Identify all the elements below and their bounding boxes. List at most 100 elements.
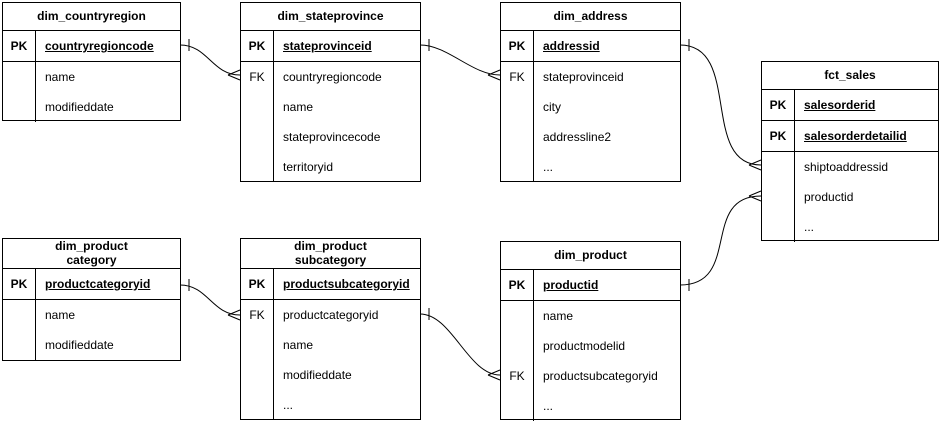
entity-rows: PK productcategoryid name modifieddate: [3, 269, 180, 360]
table-row: ...: [241, 390, 420, 420]
column-name: shiptoaddressid: [804, 160, 889, 174]
entity-title: dim_product subcategory: [241, 239, 420, 269]
table-row: PK stateprovinceid: [241, 31, 420, 62]
column-name: modifieddate: [45, 338, 114, 352]
table-row: territoryid: [241, 152, 420, 182]
column-name: productid: [804, 190, 854, 204]
key-column-divider: [273, 269, 274, 420]
table-row: stateprovincecode: [241, 122, 420, 152]
relationship-address-fctsales[interactable]: [679, 39, 762, 171]
entity-title: dim_countryregion: [3, 3, 180, 31]
entity-rows: PK salesorderid PK salesorderdetailid sh…: [762, 90, 938, 242]
key-badge: PK: [10, 277, 28, 291]
key-badge: PK: [248, 277, 266, 291]
key-badge: PK: [769, 98, 787, 112]
column-name: countryregioncode: [283, 70, 382, 84]
column-name: name: [283, 338, 314, 352]
table-row: FK countryregioncode: [241, 62, 420, 92]
entity-dim-countryregion[interactable]: dim_countryregion PK countryregioncode n…: [2, 2, 181, 122]
column-name: city: [543, 100, 561, 114]
key-badge: PK: [769, 129, 787, 143]
entity-rows: PK productid name productmodelid FK prod…: [501, 270, 680, 421]
entity-title: dim_product: [501, 242, 680, 270]
key-badge: FK: [249, 308, 265, 322]
column-name: territoryid: [283, 160, 334, 174]
key-badge: FK: [249, 70, 265, 84]
column-name: name: [45, 308, 76, 322]
column-name: ...: [543, 399, 554, 413]
column-name: stateprovincecode: [283, 130, 381, 144]
table-row: city: [501, 92, 680, 122]
key-column-divider: [35, 269, 36, 360]
column-name: stateprovinceid: [543, 70, 624, 84]
table-row: name: [241, 92, 420, 122]
table-row: ...: [501, 152, 680, 182]
column-name: salesorderdetailid: [804, 129, 907, 143]
key-badge: PK: [508, 278, 526, 292]
key-column-divider: [35, 31, 36, 122]
table-row: PK productsubcategoryid: [241, 269, 420, 300]
relationship-countryregion-stateprovince[interactable]: [179, 39, 241, 81]
table-row: ...: [501, 391, 680, 421]
key-column-divider: [273, 31, 274, 182]
table-row: productmodelid: [501, 331, 680, 361]
table-row: FK productsubcategoryid: [501, 361, 680, 391]
relationship-stateprovince-address[interactable]: [419, 39, 501, 81]
table-row: FK stateprovinceid: [501, 62, 680, 92]
table-row: PK addressid: [501, 31, 680, 62]
entity-title: fct_sales: [762, 62, 938, 90]
entity-dim-product[interactable]: dim_product PK productid name productmod…: [500, 241, 681, 421]
table-row: ...: [762, 212, 938, 242]
column-name: name: [283, 100, 314, 114]
table-row: productid: [762, 182, 938, 212]
table-row: name: [501, 301, 680, 331]
column-name: ...: [804, 220, 815, 234]
table-row: name: [3, 300, 180, 330]
entity-rows: PK countryregioncode name modifieddate: [3, 31, 180, 122]
entity-title: dim_address: [501, 3, 680, 31]
table-row: name: [3, 62, 180, 92]
key-badge: FK: [509, 70, 525, 84]
column-name: modifieddate: [283, 368, 352, 382]
table-row: PK productcategoryid: [3, 269, 180, 300]
key-column-divider: [794, 90, 795, 242]
entity-dim-address[interactable]: dim_address PK addressid FK stateprovinc…: [500, 2, 681, 182]
table-row: modifieddate: [241, 360, 420, 390]
entity-rows: PK productsubcategoryid FK productcatego…: [241, 269, 420, 420]
entity-fct-sales[interactable]: fct_sales PK salesorderid PK salesorderd…: [761, 61, 939, 242]
relationship-product-fctsales[interactable]: [679, 190, 762, 291]
entity-title: dim_stateprovince: [241, 3, 420, 31]
entity-title: dim_product category: [3, 239, 180, 269]
table-row: name: [241, 330, 420, 360]
key-badge: PK: [10, 39, 28, 53]
entity-dim-product-category[interactable]: dim_product category PK productcategoryi…: [2, 238, 181, 361]
column-name: productcategoryid: [45, 277, 151, 291]
column-name: productmodelid: [543, 339, 626, 353]
table-row: PK salesorderdetailid: [762, 121, 938, 152]
table-row: PK countryregioncode: [3, 31, 180, 62]
column-name: modifieddate: [45, 100, 114, 114]
column-name: addressline2: [543, 130, 612, 144]
key-badge: PK: [508, 39, 526, 53]
column-name: stateprovinceid: [283, 39, 372, 53]
table-row: modifieddate: [3, 92, 180, 122]
column-name: addressid: [543, 39, 600, 53]
key-badge: FK: [509, 369, 525, 383]
key-column-divider: [533, 270, 534, 421]
relationship-productcategory-productsubcategory[interactable]: [179, 279, 241, 321]
table-row: PK productid: [501, 270, 680, 301]
entity-dim-stateprovince[interactable]: dim_stateprovince PK stateprovinceid FK …: [240, 2, 421, 182]
column-name: productcategoryid: [283, 308, 379, 322]
table-row: PK salesorderid: [762, 90, 938, 121]
relationship-productsubcategory-product[interactable]: [419, 308, 501, 381]
key-column-divider: [533, 31, 534, 182]
table-row: shiptoaddressid: [762, 152, 938, 182]
key-badge: PK: [248, 39, 266, 53]
table-row: addressline2: [501, 122, 680, 152]
entity-rows: PK addressid FK stateprovinceid city add…: [501, 31, 680, 182]
entity-dim-product-subcategory[interactable]: dim_product subcategory PK productsubcat…: [240, 238, 421, 420]
column-name: ...: [543, 160, 554, 174]
column-name: productsubcategoryid: [283, 277, 410, 291]
table-row: modifieddate: [3, 330, 180, 360]
